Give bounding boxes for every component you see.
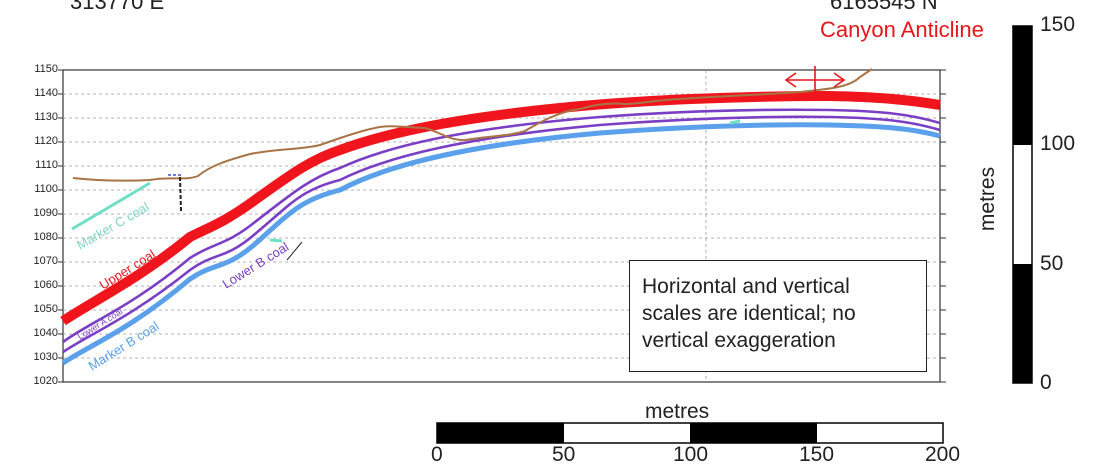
lower-a-coal-base-line [62, 115, 941, 354]
y-tick-label: 1050 [33, 303, 58, 315]
upper-coal-line [60, 90, 941, 326]
marker-c-coal-label: Marker C coal [74, 199, 152, 252]
section-title: Canyon Anticline [820, 17, 984, 42]
y-tick-label: 1110 [35, 159, 58, 171]
y-tick-label: 1140 [34, 87, 58, 99]
vertical-scale-unit: metres [976, 166, 1000, 232]
plot-frame [62, 69, 941, 383]
lower-b-leader-line [286, 241, 303, 261]
y-tick-label: 1080 [33, 231, 58, 243]
horizontal-scale-label: 50 [552, 443, 576, 466]
gridlines [63, 70, 940, 382]
y-ticks [58, 69, 946, 383]
anticline-symbol-icon [784, 66, 846, 94]
vertical-scale-bar [1012, 25, 1033, 384]
y-tick-label: 1130 [34, 111, 58, 123]
y-tick-label: 1090 [33, 207, 58, 219]
vertical-scale-label: 150 [1040, 13, 1076, 36]
marker-c-coal-line [71, 181, 151, 231]
borehole-marks [168, 119, 741, 243]
easting-label: 313770 E [70, 0, 165, 14]
horizontal-scale-label: 200 [925, 443, 961, 466]
scale-note: Horizontal and vertical scales are ident… [629, 260, 927, 372]
lower-a-coal-top-line [62, 108, 941, 344]
horizontal-scale-label: 100 [673, 443, 709, 466]
vertical-scale-label: 50 [1040, 252, 1064, 275]
vertical-scale-label: 100 [1040, 132, 1076, 155]
y-tick-label: 1070 [33, 255, 58, 267]
ground-surface-line [72, 68, 873, 182]
northing-label: 6165545 N [830, 0, 938, 14]
y-tick-label: 1030 [33, 351, 58, 363]
horizontal-scale-label: 0 [431, 443, 443, 466]
horizontal-scale-label: 150 [799, 443, 835, 466]
y-tick-label: 1120 [34, 135, 58, 147]
marker-b-coal-line [61, 122, 941, 366]
horizontal-scale-unit: metres [645, 400, 710, 423]
y-tick-label: 1150 [34, 63, 58, 75]
vertical-scale-label: 0 [1040, 371, 1052, 394]
y-tick-label: 1100 [34, 183, 58, 195]
y-tick-label: 1020 [33, 375, 58, 387]
horizontal-scale-bar [436, 422, 944, 444]
y-tick-label: 1060 [33, 279, 58, 291]
y-tick-label: 1040 [33, 327, 58, 339]
